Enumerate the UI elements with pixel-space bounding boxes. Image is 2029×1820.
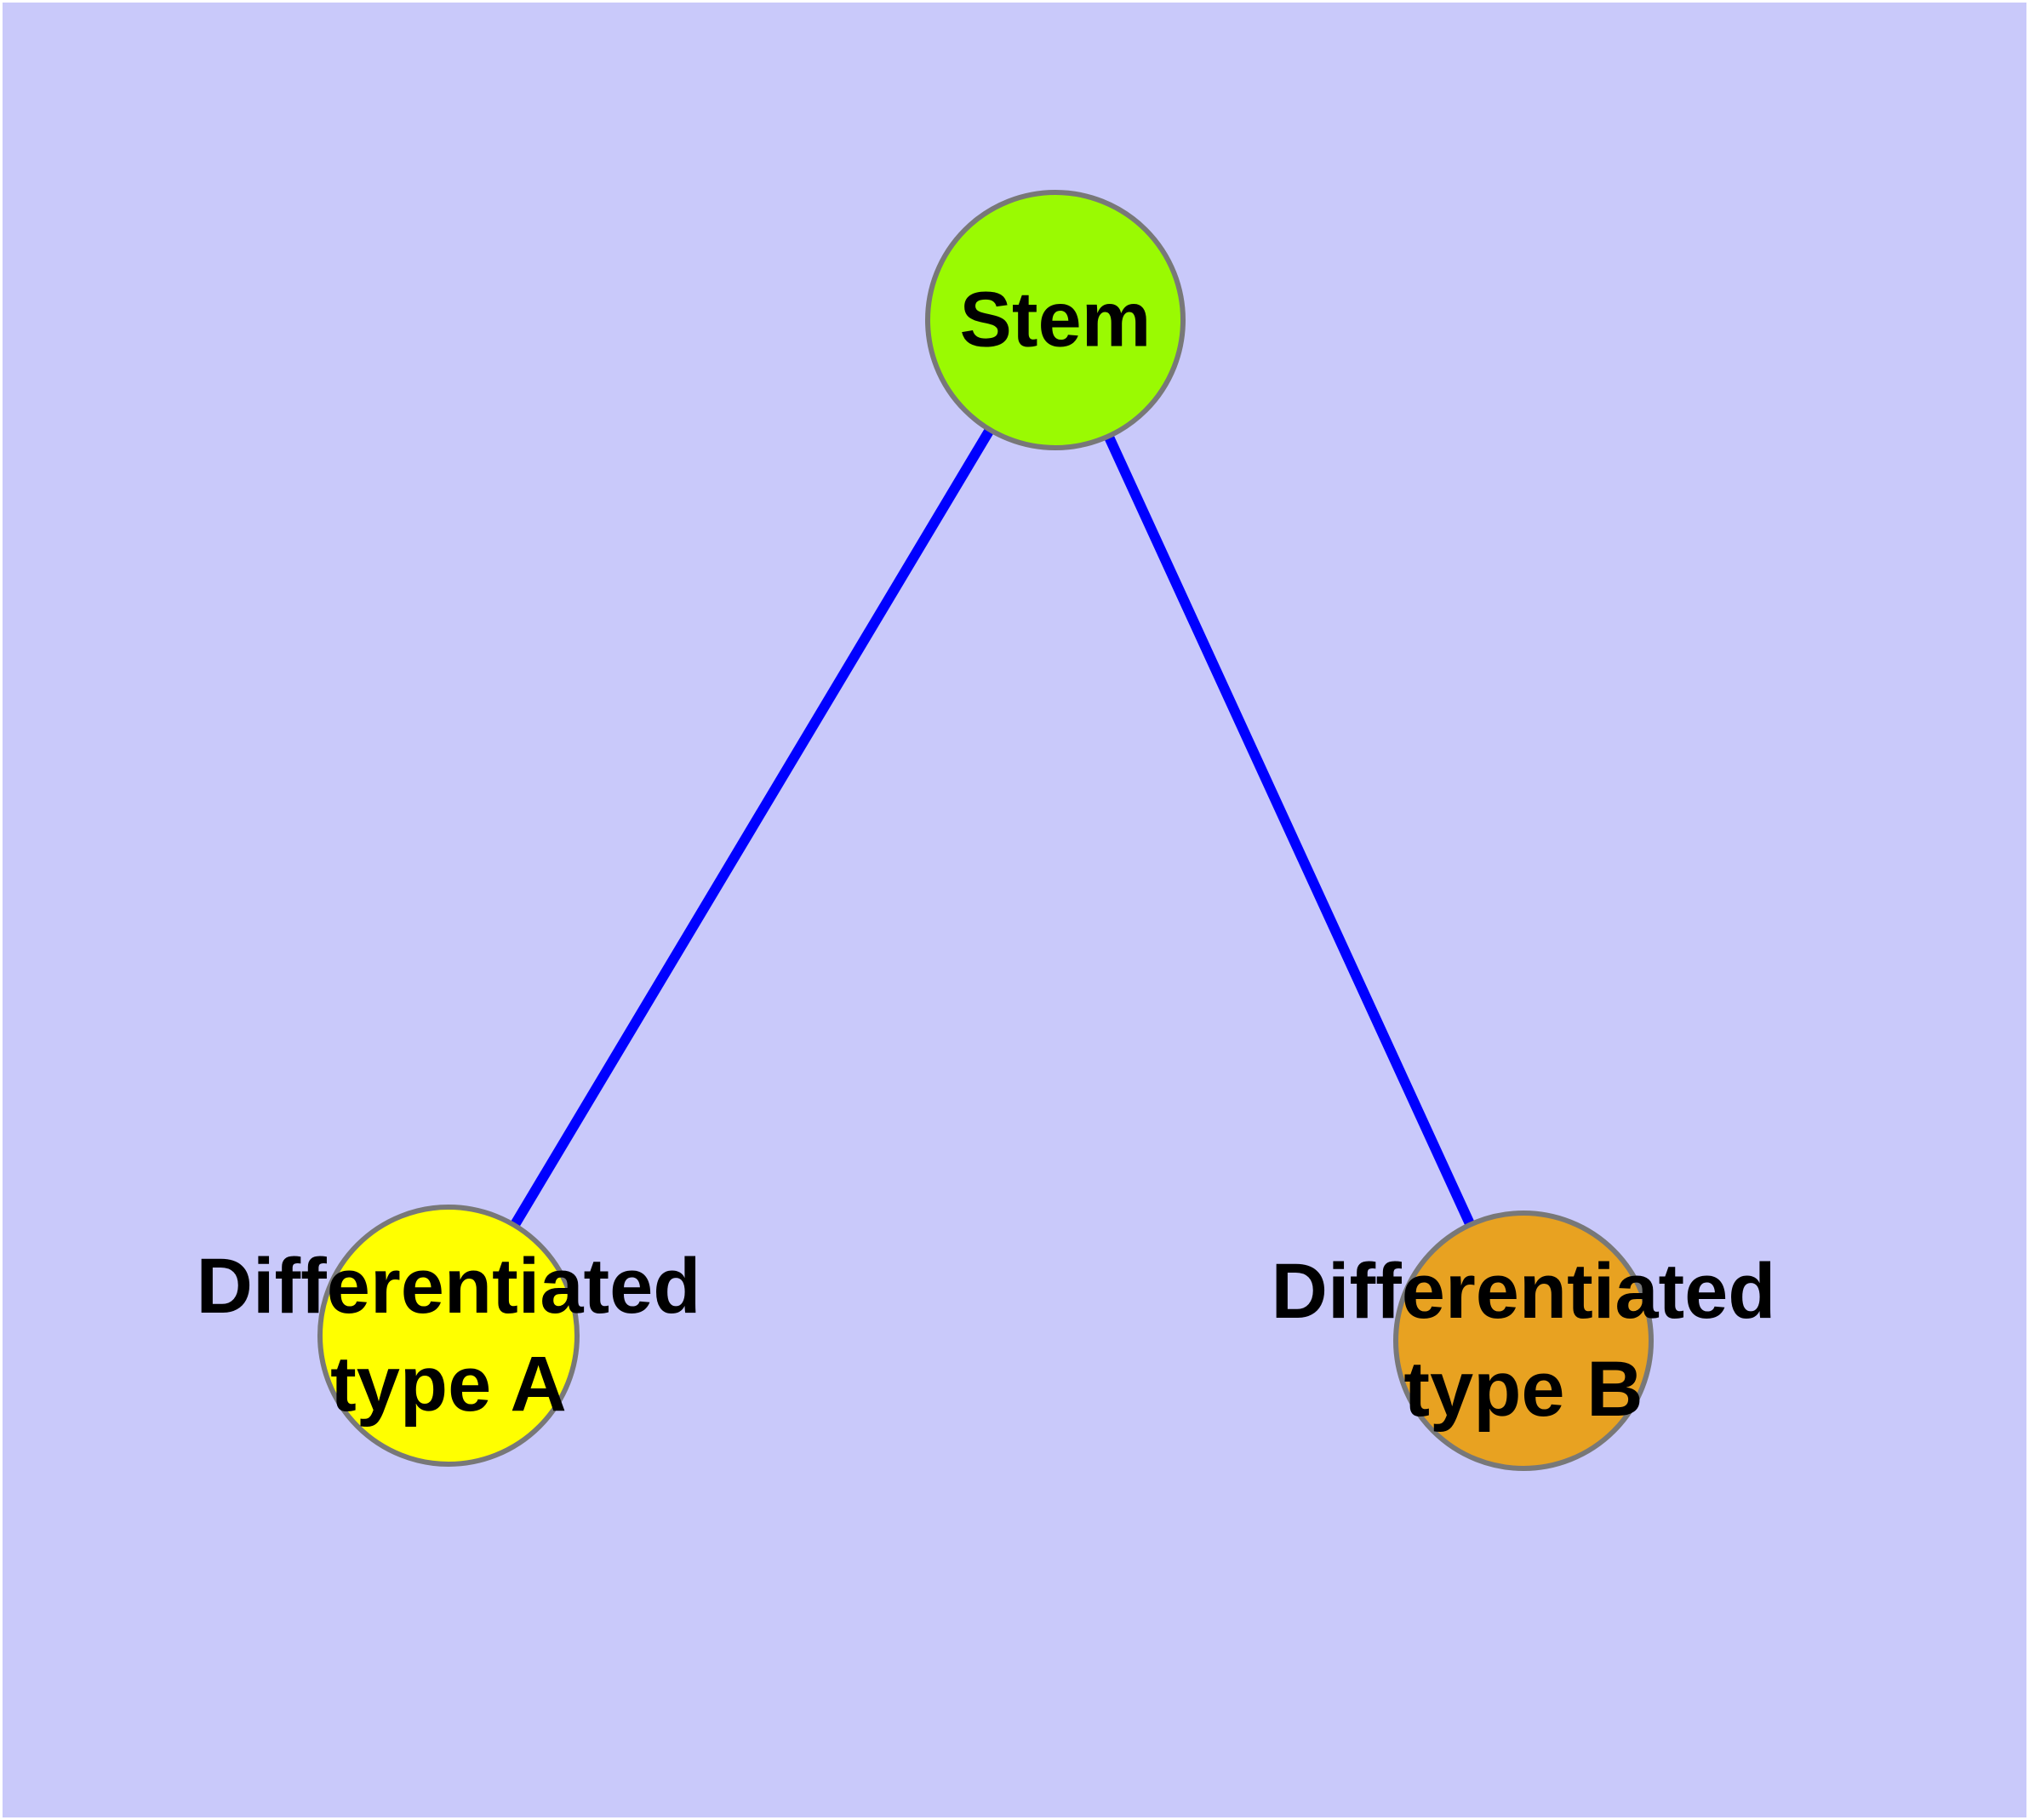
node-circle-diff-b xyxy=(1393,1210,1654,1471)
node-circle-diff-a xyxy=(317,1205,580,1467)
node-circle-stem xyxy=(925,190,1186,450)
edge-stem-to-diff-b xyxy=(1050,318,1529,1343)
edge-stem-to-diff-a xyxy=(443,317,1060,1339)
graph-svg xyxy=(317,190,1654,1471)
